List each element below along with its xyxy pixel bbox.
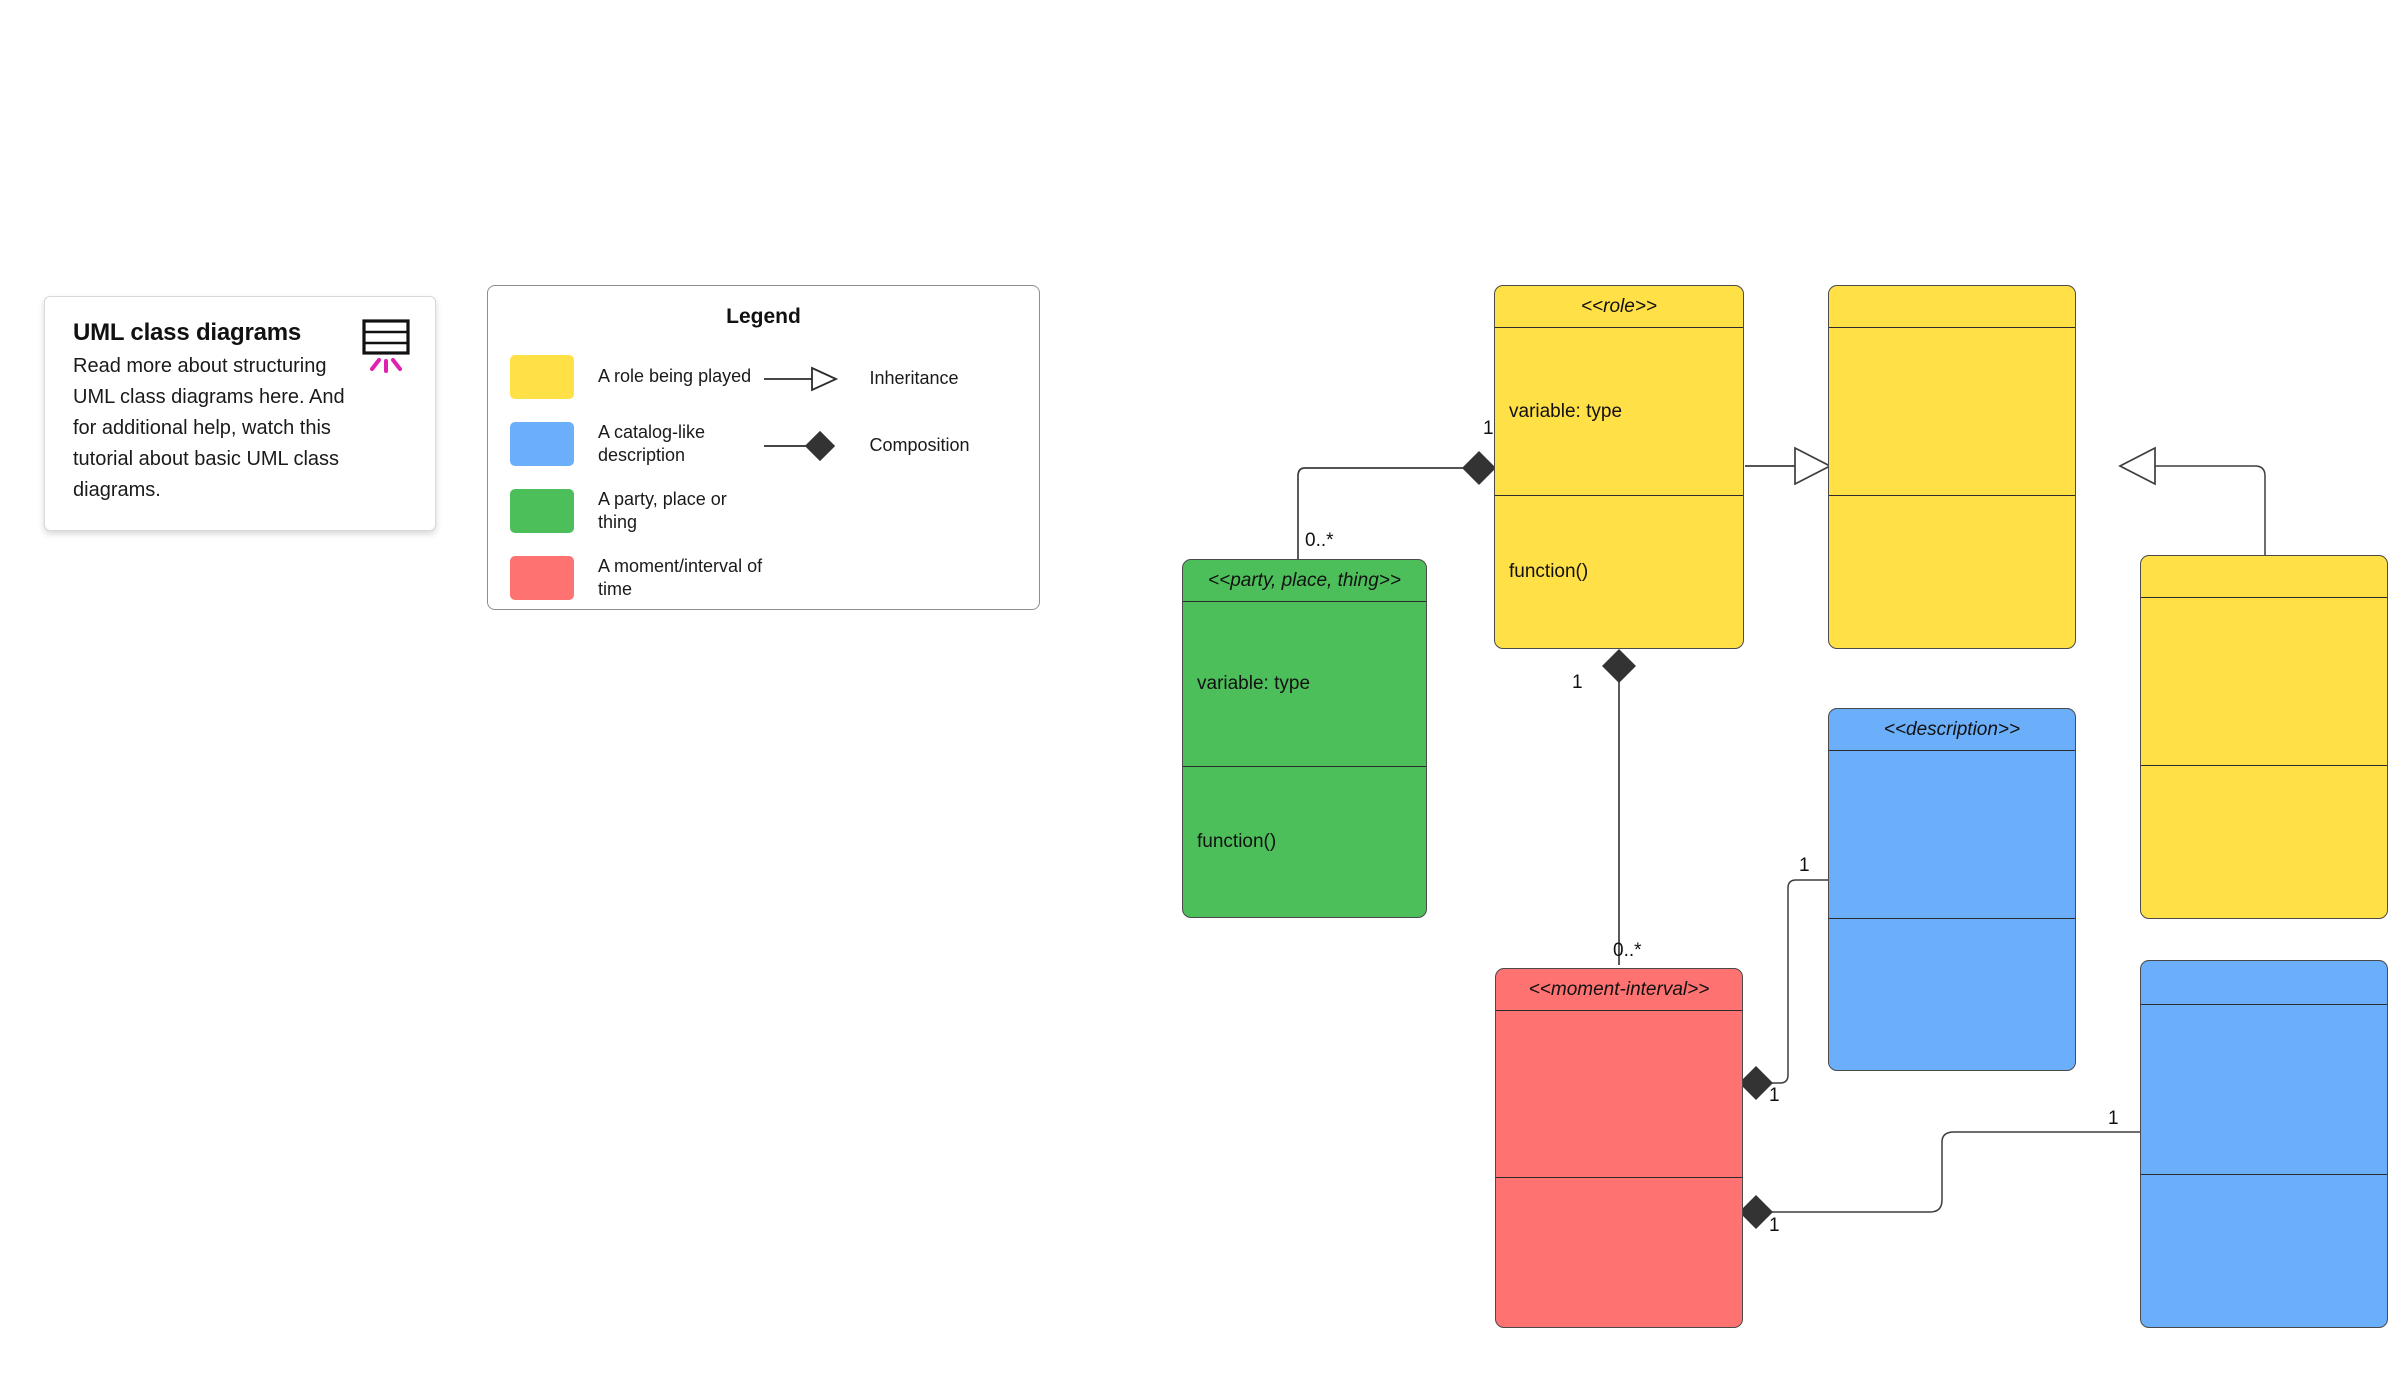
legend-label-inheritance: Inheritance	[869, 368, 959, 388]
class-box-role-parent[interactable]	[1828, 285, 2076, 649]
class-attributes-party-place-thing: variable: type	[1183, 602, 1426, 767]
class-operations-role: function()	[1509, 561, 1589, 582]
multiplicity-role-moment-target: 0..*	[1613, 940, 1642, 961]
class-stereotype-role: <<role>>	[1495, 286, 1743, 328]
class-box-role[interactable]: <<role>> variable: type function()	[1494, 285, 1744, 649]
class-operations-moment-interval	[1496, 1178, 1742, 1327]
legend-label-role: A role being played	[598, 366, 752, 387]
class-operations-role-sibling	[2141, 766, 2387, 918]
legend-item-moment: A moment/interval of time	[510, 544, 764, 611]
class-attributes-role-sibling	[2141, 598, 2387, 766]
legend-label-description: A catalog-like description	[598, 422, 706, 465]
legend-item-role: A role being played	[510, 343, 764, 410]
legend-label-moment: A moment/interval of time	[598, 556, 763, 599]
class-operations-role-parent	[1829, 496, 2075, 648]
class-box-role-sibling[interactable]	[2140, 555, 2388, 919]
uml-class-box-icon	[362, 319, 410, 373]
class-stereotype-description: <<description>>	[1829, 709, 2075, 751]
class-operations-party-place-thing: function()	[1197, 831, 1277, 852]
note-body: Read more about structuring UML class di…	[73, 355, 345, 501]
class-stereotype-description-2	[2141, 961, 2387, 1005]
class-stereotype-party-place-thing: <<party, place, thing>>	[1183, 560, 1426, 602]
legend-title: Legend	[726, 305, 801, 328]
note-card[interactable]: UML class diagrams Read more about struc…	[44, 296, 436, 531]
note-title: UML class diagrams	[73, 319, 302, 346]
legend-swatch-blue	[510, 421, 574, 466]
inheritance-arrow-icon	[763, 364, 844, 394]
legend-item-inheritance: Inheritance	[763, 345, 1018, 412]
legend-item-composition: Composition	[763, 412, 1018, 479]
class-attributes-role: variable: type	[1495, 328, 1743, 496]
class-attributes-description-2	[2141, 1005, 2387, 1175]
legend-panel: Legend A role being played A catalog-lik…	[487, 285, 1040, 610]
legend-swatch-red	[510, 555, 574, 600]
multiplicity-moment-description-target: 1	[1799, 855, 1810, 876]
multiplicity-role-moment-source: 1	[1572, 672, 1583, 693]
multiplicity-moment-description2-target: 1	[2108, 1108, 2119, 1129]
class-stereotype-role-sibling	[2141, 556, 2387, 598]
class-operations-description	[1829, 919, 2075, 1070]
legend-swatch-green	[510, 488, 574, 533]
multiplicity-moment-description-source: 1	[1769, 1085, 1780, 1106]
legend-swatch-yellow	[510, 354, 574, 399]
class-stereotype-moment-interval: <<moment-interval>>	[1496, 969, 1742, 1011]
class-box-description[interactable]: <<description>>	[1828, 708, 2076, 1071]
class-box-party-place-thing[interactable]: <<party, place, thing>> variable: type f…	[1182, 559, 1427, 918]
legend-relation-column: Inheritance Composition	[763, 343, 1018, 611]
class-operations-description-2	[2141, 1175, 2387, 1327]
legend-item-description: A catalog-like description	[510, 410, 764, 477]
legend-label-party: A party, place or thing	[598, 489, 727, 532]
class-attributes-role-parent	[1829, 328, 2075, 496]
class-box-moment-interval[interactable]: <<moment-interval>>	[1495, 968, 1743, 1328]
class-attributes-description	[1829, 751, 2075, 919]
multiplicity-role-party-source: 1	[1483, 418, 1494, 439]
legend-color-column: A role being played A catalog-like descr…	[510, 343, 764, 611]
multiplicity-moment-description2-source: 1	[1769, 1215, 1780, 1236]
class-box-description-2[interactable]	[2140, 960, 2388, 1328]
legend-label-composition: Composition	[869, 435, 970, 455]
composition-diamond-icon	[763, 429, 844, 463]
class-attributes-moment-interval	[1496, 1011, 1742, 1178]
legend-item-party: A party, place or thing	[510, 477, 764, 544]
multiplicity-role-party-target: 0..*	[1305, 530, 1334, 551]
class-stereotype-role-parent	[1829, 286, 2075, 328]
